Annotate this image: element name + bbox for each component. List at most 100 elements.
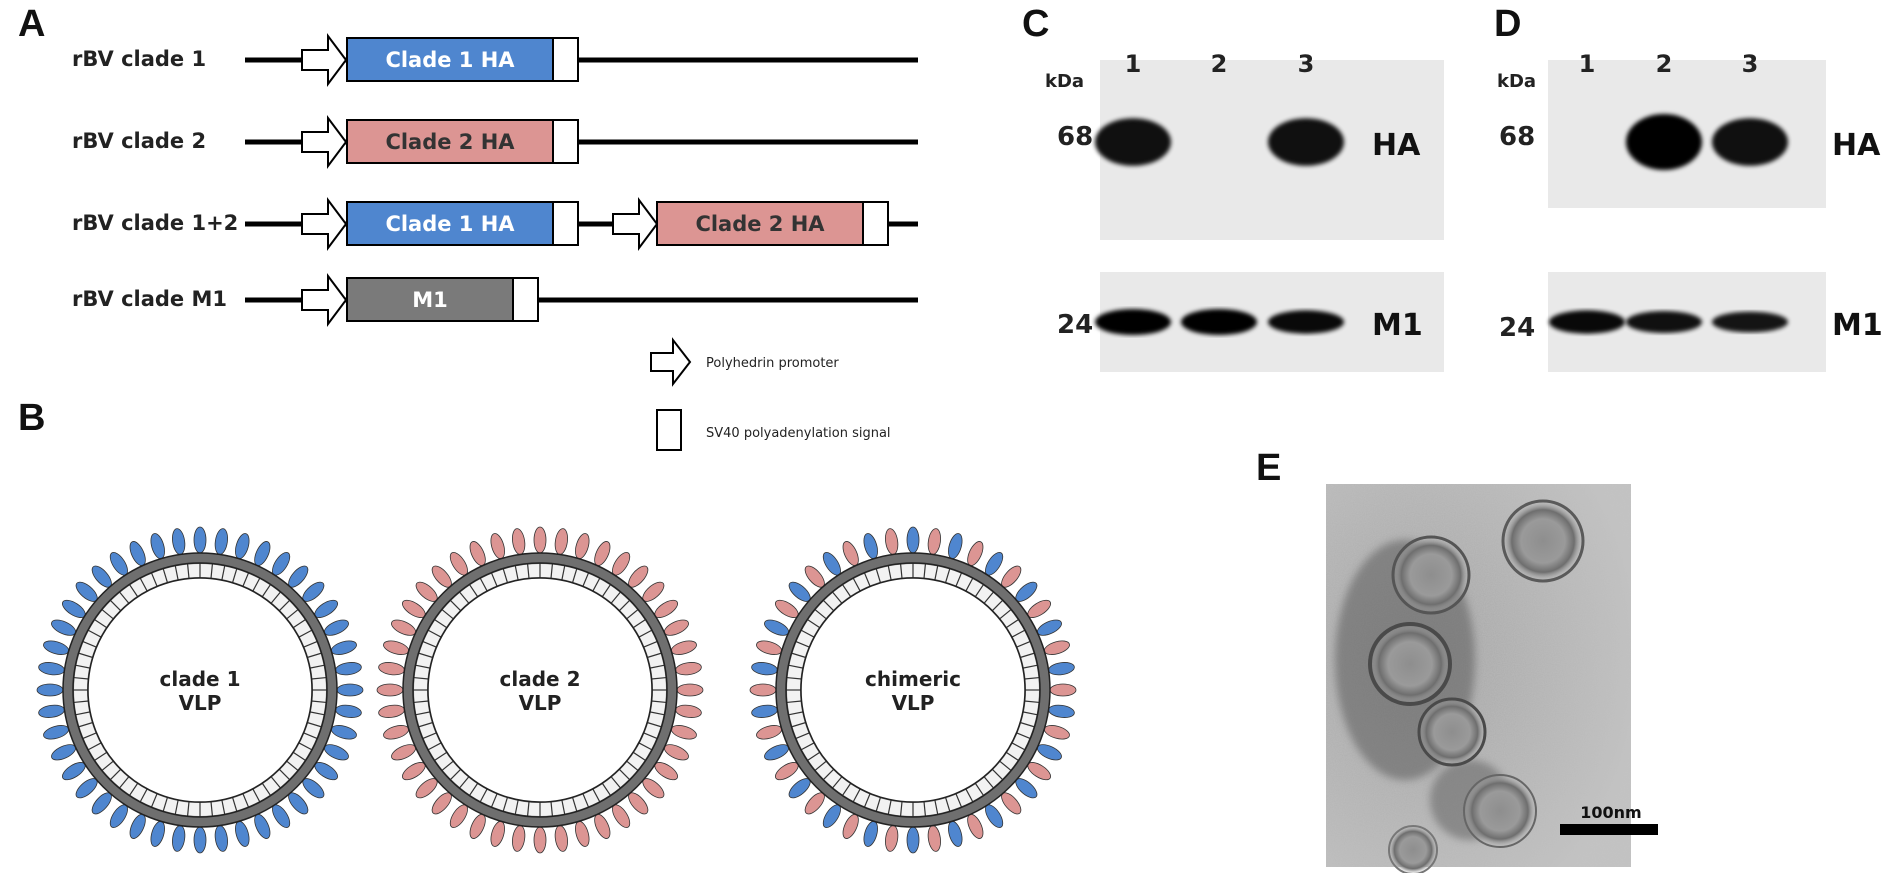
- ha-spike: [43, 725, 70, 740]
- ha-spike: [376, 683, 404, 697]
- ha-spike: [967, 813, 984, 839]
- ha-spike: [391, 619, 417, 636]
- m1-band-row: [1095, 309, 1344, 335]
- ha-spike: [129, 541, 146, 567]
- construct-label: rBV clade 2: [72, 129, 206, 153]
- ha-spike: [330, 640, 357, 655]
- vlp-particle: [1388, 825, 1438, 873]
- ha-spike: [383, 725, 410, 740]
- ha-spike: [663, 744, 689, 761]
- ha-spike: [172, 528, 186, 555]
- polya-box-icon: [552, 37, 579, 82]
- ha-spike: [751, 662, 778, 676]
- panel-letter-b: B: [18, 397, 45, 439]
- legend-polya-label: SV40 polyadenylation signal: [706, 426, 891, 441]
- ha-spike: [751, 704, 778, 718]
- lane-label-1: 1: [1579, 50, 1596, 78]
- ha-spike: [323, 744, 349, 761]
- ha-spike: [575, 533, 590, 560]
- promoter-arrow-icon: [612, 197, 659, 251]
- ha-spike: [469, 541, 486, 567]
- blot-band: [1268, 310, 1344, 334]
- ha-spike: [885, 825, 899, 852]
- ha-spike: [670, 640, 697, 655]
- vlp-diagrams: clade 1 VLP clade 2 VLP chimeric VLP: [36, 526, 1077, 854]
- vlp-clade1: clade 1 VLP: [36, 526, 364, 854]
- ha-spike: [383, 640, 410, 655]
- kda-label: kDa: [1045, 71, 1084, 92]
- western-blot-c: 1 2 3 kDa 68 24 HA M1: [1045, 50, 1444, 372]
- vlp-particle: [1501, 499, 1585, 583]
- ha-spike: [594, 541, 611, 567]
- blot-band: [1095, 118, 1171, 166]
- ha-spike: [948, 820, 963, 847]
- ha-spike: [885, 528, 899, 555]
- polya-box-icon: [862, 201, 889, 246]
- ha-spike: [235, 533, 250, 560]
- mw-marker-24: 24: [1057, 310, 1093, 340]
- ha-spike: [51, 744, 77, 761]
- mw-marker-24: 24: [1499, 313, 1535, 343]
- legend: Polyhedrin promoter SV40 polyadenylation…: [650, 337, 891, 451]
- ha-spike: [927, 825, 941, 852]
- ha-spike: [254, 813, 271, 839]
- gene-box-label: Clade 2 HA: [695, 212, 825, 236]
- blot-band: [1712, 118, 1788, 166]
- lane-label-2: 2: [1211, 50, 1228, 78]
- ha-spike: [1043, 640, 1070, 655]
- ha-spike: [38, 662, 65, 676]
- ha-spike: [670, 725, 697, 740]
- m1-band-row: [1549, 310, 1788, 334]
- ha-spike: [967, 541, 984, 567]
- ha-spike: [533, 826, 547, 854]
- gene-box-label: Clade 1 HA: [385, 212, 515, 236]
- construct-row: rBV clade 2 Clade 2 HA: [72, 115, 918, 169]
- ha-spike: [193, 826, 207, 854]
- ha-spike: [512, 825, 526, 852]
- scale-bar-label: 100nm: [1580, 803, 1641, 822]
- gene-box-label: Clade 1 HA: [385, 48, 515, 72]
- ha-spike: [172, 825, 186, 852]
- ha-spike-ring: [749, 526, 1077, 854]
- construct-label: rBV clade 1+2: [72, 211, 238, 235]
- gene-box-clade1-ha: [346, 201, 554, 246]
- ha-spike: [554, 825, 568, 852]
- ha-spike: [150, 820, 165, 847]
- blot-band: [1626, 311, 1702, 333]
- ha-spike: [948, 533, 963, 560]
- ha-spike: [863, 533, 878, 560]
- western-blot-d: 1 2 3 kDa 68 24 HA M1: [1497, 50, 1883, 372]
- ha-spike: [378, 704, 405, 718]
- ha-spike: [533, 526, 547, 554]
- ha-spike: [863, 820, 878, 847]
- ha-band-row: [1095, 118, 1344, 166]
- ha-spike: [1048, 662, 1075, 676]
- vlp-label-line1: clade 1: [160, 667, 241, 691]
- ha-band-label: HA: [1372, 128, 1421, 163]
- lane-label-2: 2: [1656, 50, 1673, 78]
- vlp-label-line2: VLP: [179, 691, 222, 715]
- blot-band: [1712, 311, 1788, 333]
- membrane-hatch: [786, 563, 1040, 817]
- panel-letter-d: D: [1494, 3, 1521, 45]
- ha-spike: [129, 813, 146, 839]
- ha-spike: [675, 704, 702, 718]
- ha-spike: [391, 744, 417, 761]
- ha-spike: [193, 526, 207, 554]
- ha-spike: [214, 825, 228, 852]
- ha-spike: [756, 640, 783, 655]
- lane-label-3: 3: [1298, 50, 1315, 78]
- polya-box-icon: [512, 277, 539, 322]
- ha-spike: [38, 704, 65, 718]
- ha-spike: [469, 813, 486, 839]
- ha-spike: [575, 820, 590, 847]
- ha-spike: [1036, 744, 1062, 761]
- ha-spike: [1036, 619, 1062, 636]
- ha-band-row: [1626, 114, 1788, 170]
- ha-band-label: HA: [1832, 128, 1881, 163]
- ha-spike: [906, 826, 920, 854]
- scale-bar: [1560, 824, 1658, 835]
- vlp-core: [800, 577, 1026, 803]
- ha-spike: [1049, 683, 1077, 697]
- ha-spike: [764, 744, 790, 761]
